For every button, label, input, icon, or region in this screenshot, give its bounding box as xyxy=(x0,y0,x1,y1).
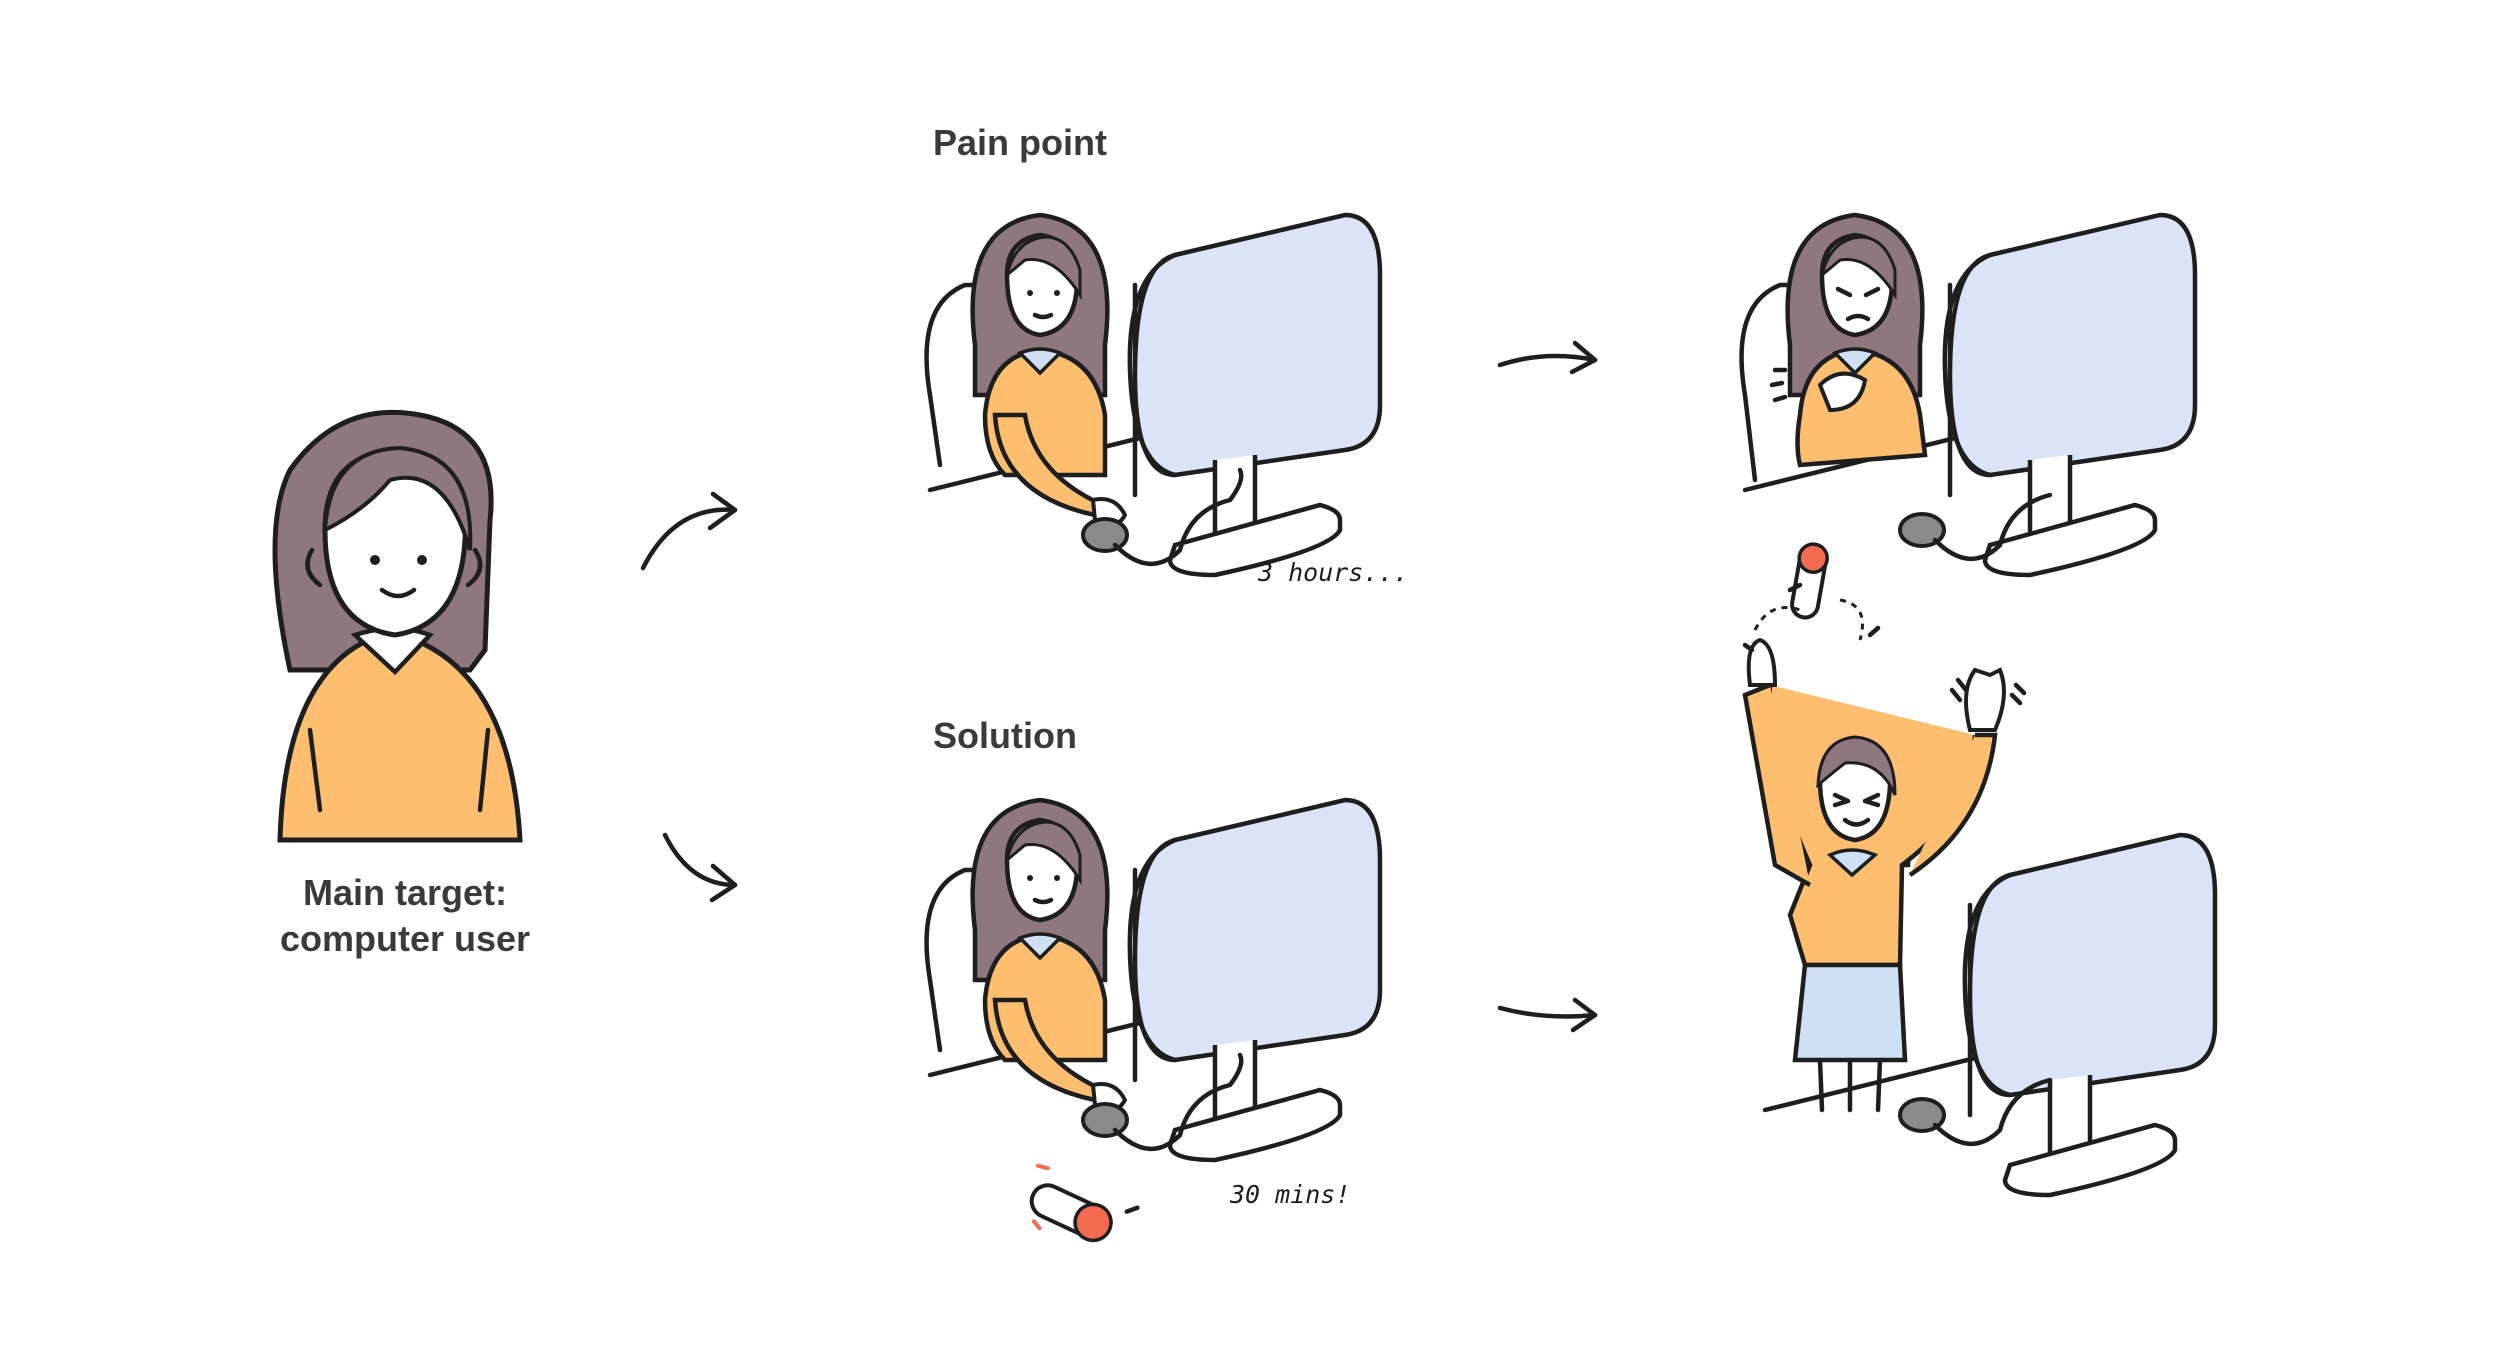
pain-point-frustrated-scene xyxy=(1739,212,2195,575)
solution-working-scene xyxy=(927,800,1380,1243)
pain-point-heading: Pain point xyxy=(933,122,1107,163)
person-illustration xyxy=(927,800,1125,1110)
solution-celebrating-scene xyxy=(1742,542,2215,1195)
solution-time-note: 30 mins! xyxy=(1230,1180,1351,1209)
pain-point-working-scene xyxy=(927,215,1380,575)
computer-monitor-icon xyxy=(1130,800,1380,1160)
arrow-right-icon xyxy=(1497,997,1598,1033)
person-illustration xyxy=(927,215,1125,525)
computer-monitor-icon xyxy=(1965,835,2215,1195)
red-button-gadget-icon xyxy=(1790,542,1829,620)
red-button-gadget-icon xyxy=(1029,1163,1140,1243)
arrow-right-icon xyxy=(1497,340,1598,375)
solution-heading: Solution xyxy=(933,715,1077,756)
main-target-person xyxy=(272,409,523,843)
mouse-icon xyxy=(1081,1102,1129,1138)
main-target-line1: Main target: xyxy=(302,872,507,913)
arrow-right-icon xyxy=(662,832,738,903)
computer-monitor-icon xyxy=(1945,215,2195,575)
computer-monitor-icon xyxy=(1130,215,1380,575)
mouse-icon xyxy=(1081,517,1129,553)
main-target-line2: computer user xyxy=(279,918,531,959)
person-illustration xyxy=(1739,212,1928,483)
person-illustration xyxy=(1742,637,2027,1113)
pain-time-note: 3 hours... xyxy=(1258,558,1409,587)
main-target-caption: Main target: computer user xyxy=(225,870,585,962)
arrow-right-icon xyxy=(640,491,738,571)
